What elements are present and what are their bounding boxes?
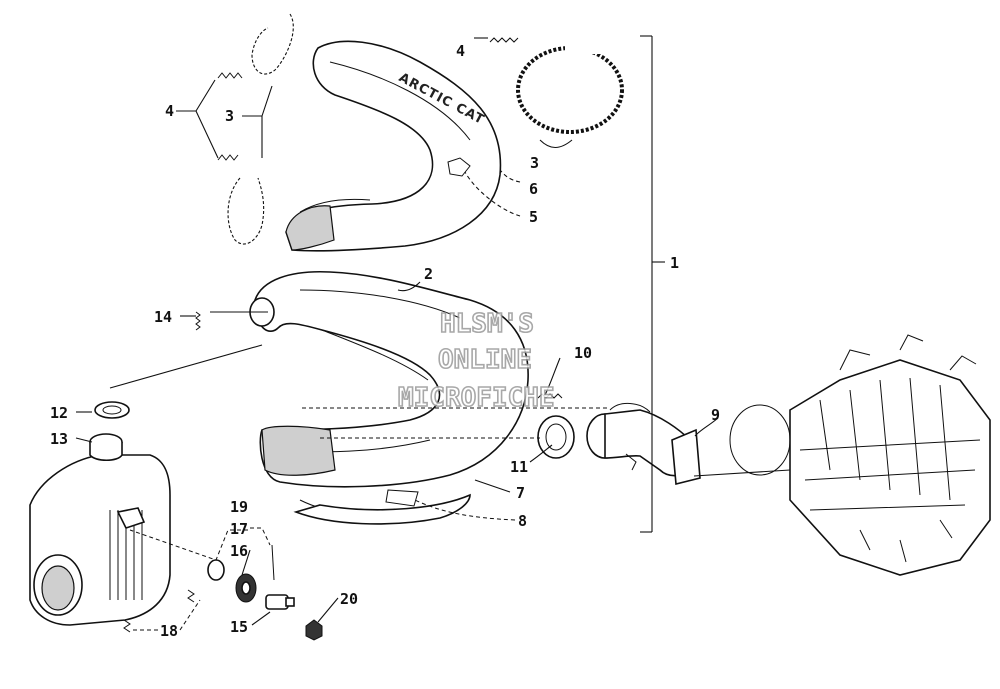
callout-12: 12 xyxy=(50,404,68,422)
callout-18: 18 xyxy=(160,622,178,640)
pin-17 xyxy=(271,544,275,581)
engine xyxy=(729,334,991,576)
callout-4-top: 4 xyxy=(456,42,465,60)
chain-ring-strap xyxy=(516,44,624,134)
callout-19: 19 xyxy=(230,498,248,516)
callout-16: 16 xyxy=(230,542,248,560)
spring-manifold xyxy=(537,393,563,399)
chain-strap-left-top xyxy=(251,13,294,75)
callout-10: 10 xyxy=(574,344,592,362)
spring-top-left xyxy=(217,72,243,79)
watermark: HLSM'S ONLINE MICROFICHE xyxy=(397,308,555,414)
spring-18 xyxy=(123,589,195,633)
callout-8: 8 xyxy=(518,512,527,530)
callout-7: 7 xyxy=(516,484,525,502)
leader-lines xyxy=(75,35,791,631)
callout-20: 20 xyxy=(340,590,358,608)
callout-6: 6 xyxy=(529,180,538,198)
expansion-chamber xyxy=(249,270,529,525)
callout-14: 14 xyxy=(154,308,172,326)
callout-13: 13 xyxy=(50,430,68,448)
heat-shield: ARCTIC CAT xyxy=(285,40,502,252)
spring-mid-left xyxy=(217,154,239,161)
callout-11: 11 xyxy=(510,458,528,476)
callout-5: 5 xyxy=(529,208,538,226)
watermark-line-3: MICROFICHE xyxy=(398,383,555,413)
grommet-16 xyxy=(235,573,257,603)
watermark-line-2: ONLINE xyxy=(438,345,532,375)
spring-top xyxy=(489,37,519,43)
muffler xyxy=(29,433,171,626)
exhaust-manifold xyxy=(586,403,701,486)
callout-3-left: 3 xyxy=(225,107,234,125)
callout-9: 9 xyxy=(711,406,720,424)
stud-15 xyxy=(265,594,295,610)
callout-17: 17 xyxy=(230,520,248,538)
callout-1: 1 xyxy=(670,254,679,272)
callout-4-left: 4 xyxy=(165,102,174,120)
chain-strap-left-bottom xyxy=(227,177,265,245)
nut-20 xyxy=(305,619,323,641)
gasket-ring xyxy=(537,415,575,459)
watermark-line-1: HLSM'S xyxy=(440,309,534,339)
spring-14 xyxy=(195,311,201,331)
washer-19 xyxy=(207,559,225,581)
grommet-12 xyxy=(94,401,130,419)
callout-labels: 1 2 3 3 4 4 5 6 7 8 9 10 11 12 13 14 15 … xyxy=(50,42,720,640)
callout-3-right: 3 xyxy=(530,154,539,172)
callout-2: 2 xyxy=(424,265,433,283)
callout-15: 15 xyxy=(230,618,248,636)
